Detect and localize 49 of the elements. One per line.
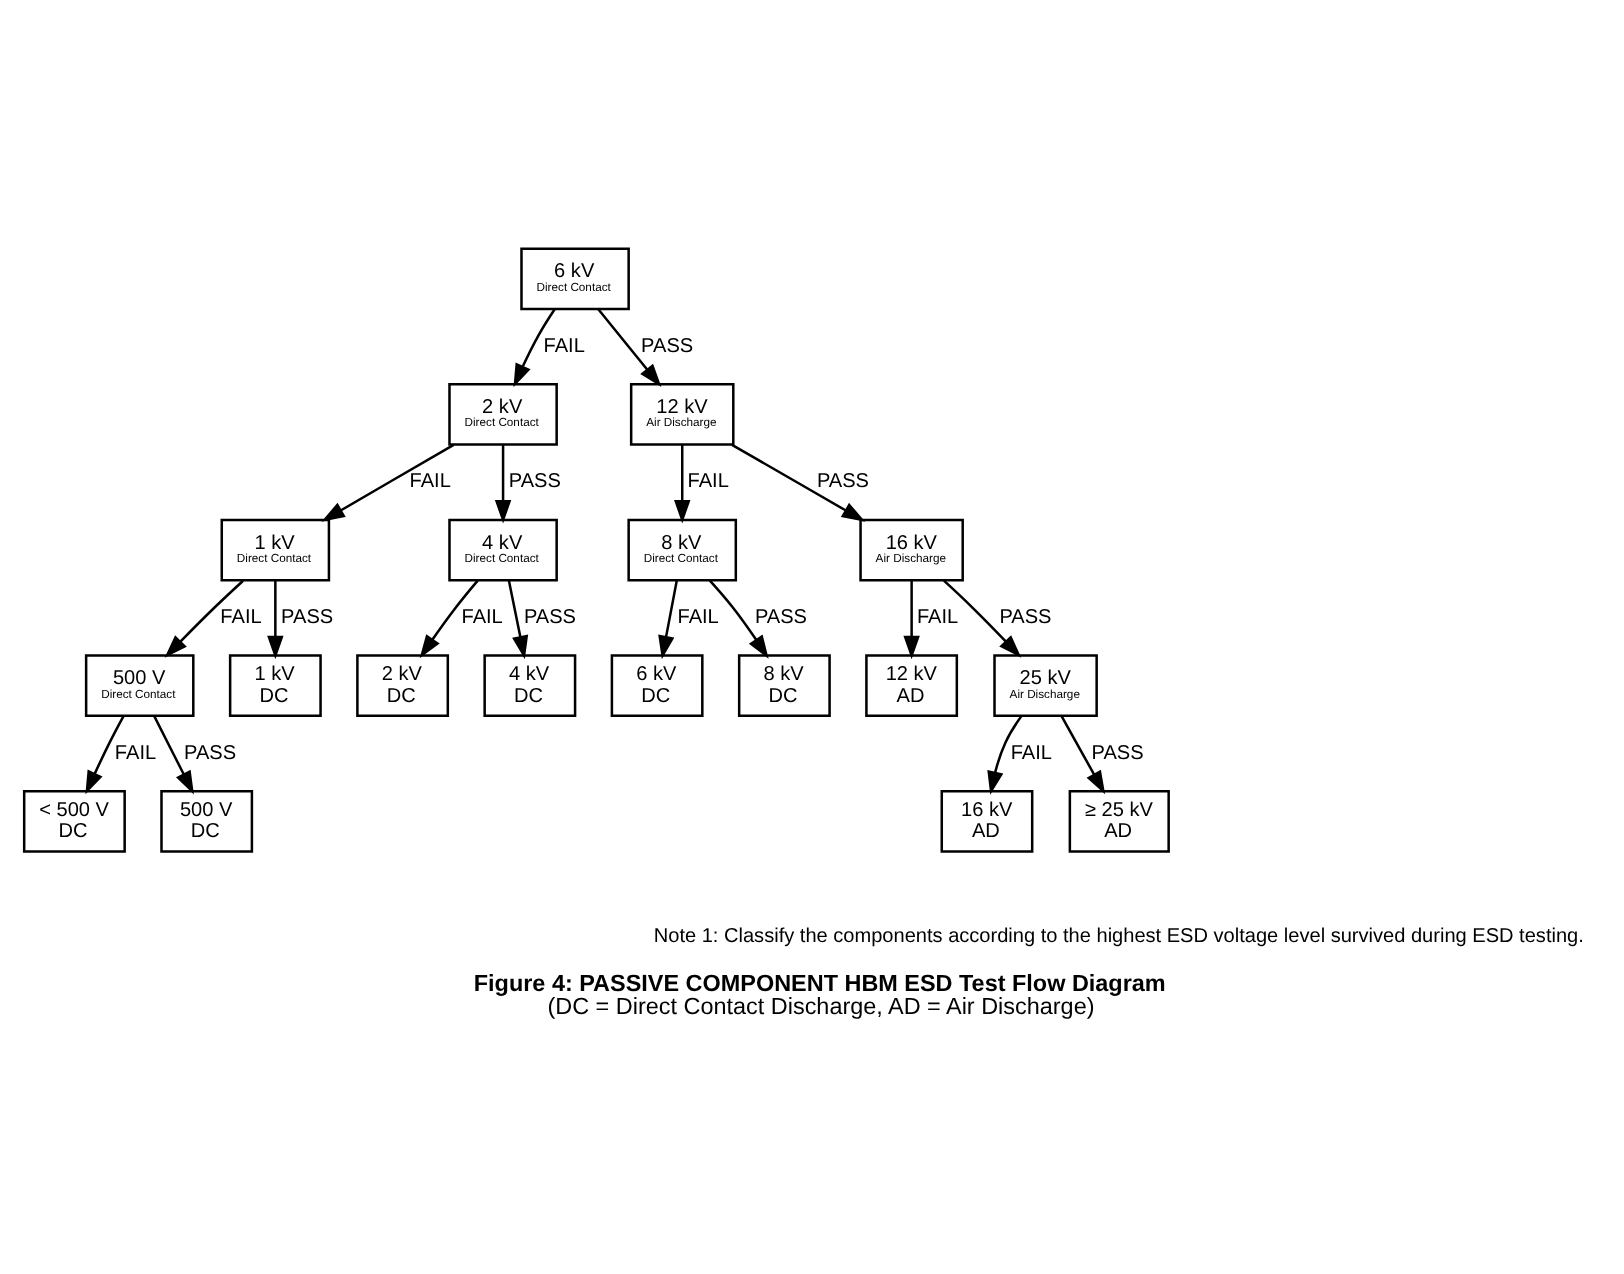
arrow xyxy=(658,579,679,659)
node-box: 16 kV AD xyxy=(940,788,1034,852)
edge-label: FAIL xyxy=(1010,741,1052,764)
node-box: 500 V DC xyxy=(160,788,254,852)
edge-label: PASS xyxy=(641,334,694,357)
edge-label: PASS xyxy=(1091,741,1144,764)
edge-label: FAIL xyxy=(543,334,585,357)
arrow xyxy=(1060,714,1106,794)
arrow xyxy=(731,442,866,521)
node-box: < 500 V DC xyxy=(22,788,126,852)
diagram-title: Figure 4: PASSIVE COMPONENT HBM ESD Test Flow Diagram xyxy=(473,969,1166,996)
caption: (DC = Direct Contact Discharge, AD = Air Discharge) xyxy=(547,993,1095,1020)
edge-label: PASS xyxy=(754,606,808,629)
node-box: 8 kV DC xyxy=(737,653,831,717)
edge-label: FAIL xyxy=(687,470,729,493)
node-box: 4 kV DC xyxy=(483,653,577,717)
arrow xyxy=(267,579,284,659)
node-box: 1 kV DC xyxy=(228,653,322,717)
node-box: 6 kV DC xyxy=(610,653,704,717)
arrow xyxy=(494,443,512,523)
arrow xyxy=(85,714,125,794)
edge-label: PASS xyxy=(816,470,870,493)
node-box: ≥ 25 kV AD xyxy=(1068,788,1170,852)
edge-label: PASS xyxy=(184,741,237,764)
edge-label: FAIL xyxy=(677,606,719,629)
arrow xyxy=(674,443,691,523)
arrow xyxy=(903,579,920,659)
arrow xyxy=(597,307,662,387)
arrow xyxy=(513,307,556,387)
arrow xyxy=(708,578,769,658)
edge-label: FAIL xyxy=(220,606,262,629)
arrow xyxy=(507,579,529,659)
edge-label: FAIL xyxy=(114,741,157,764)
edge-label: PASS xyxy=(508,470,561,493)
arrow xyxy=(164,578,244,657)
arrow xyxy=(943,578,1022,657)
arrow xyxy=(987,714,1023,794)
arrow xyxy=(153,714,194,794)
label: Note 1: Classify the components according to the highest ESD voltage level survived during ESD testing. xyxy=(653,925,1584,948)
node-box: 12 kV AD xyxy=(865,653,959,717)
edge-label: PASS xyxy=(281,606,334,629)
edge-label: FAIL xyxy=(461,606,503,629)
edge-label: FAIL xyxy=(409,470,451,493)
arrow xyxy=(419,578,479,658)
edge-label: PASS xyxy=(523,606,576,629)
node-box: 2 kV DC xyxy=(356,653,450,717)
edge-label: FAIL xyxy=(916,606,959,629)
arrow xyxy=(321,442,455,521)
edge-label: PASS xyxy=(999,606,1052,629)
